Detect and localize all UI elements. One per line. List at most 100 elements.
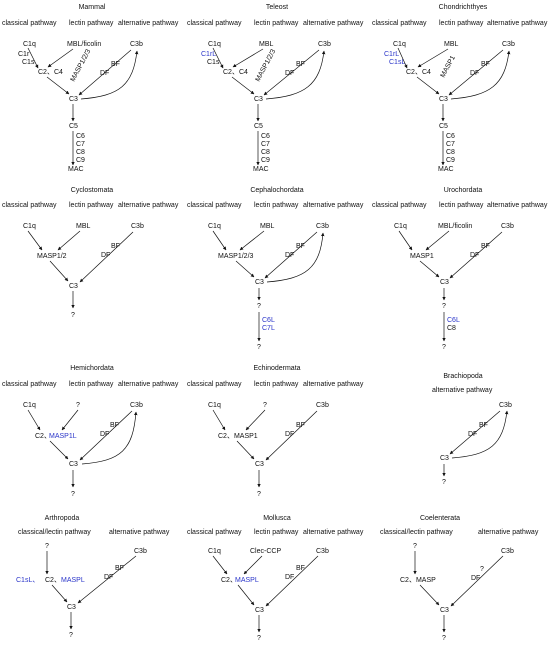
node-c9: C9 — [446, 157, 455, 164]
edges — [442, 410, 509, 477]
edge — [449, 410, 501, 455]
edge — [80, 50, 139, 100]
alternative-pathway-label: alternative pathway — [118, 381, 179, 388]
edge — [263, 49, 320, 96]
edge — [27, 230, 43, 251]
node-c2-c4: C2、C4 — [38, 69, 63, 76]
node-df: DF — [104, 574, 113, 581]
lectin-pathway-label: lectin pathway — [254, 381, 299, 388]
node-c3b: C3b — [130, 402, 143, 409]
edges — [212, 409, 318, 488]
node-unknown: ? — [71, 491, 75, 498]
panel-title: Chondrichthyes — [439, 4, 488, 11]
node-c3: C3 — [255, 461, 264, 468]
node-c5: C5 — [69, 123, 78, 130]
node-unknown-top: ? — [45, 543, 49, 550]
edges — [413, 551, 504, 633]
node-c1sl: C1sL — [389, 59, 405, 66]
edge — [232, 48, 264, 68]
lectin-pathway-label: lectin pathway — [254, 529, 299, 536]
edge — [450, 555, 504, 607]
edge — [78, 49, 132, 96]
panel-brachiopoda: Brachiopoda alternative pathway C3b BF D… — [432, 373, 512, 486]
alternative-pathway-label: alternative pathway — [303, 20, 364, 27]
edge — [417, 48, 449, 68]
panel-teleost: Teleost classical pathway lectin pathway… — [187, 4, 364, 173]
node-c3: C3 — [255, 607, 264, 614]
node-c7: C7 — [76, 141, 85, 148]
node-c3: C3 — [439, 96, 448, 103]
alternative-pathway-label: alternative pathway — [109, 529, 170, 536]
panel-title: Cephalochordata — [250, 187, 303, 194]
node-c1s: C1s — [207, 59, 220, 66]
edge — [264, 231, 318, 279]
node-c2-c4: C2、C4 — [406, 69, 431, 76]
edge — [265, 410, 318, 461]
node-bf: BF — [296, 565, 305, 572]
node-df: DF — [285, 252, 294, 259]
node-df: DF — [471, 575, 480, 582]
node-c3b: C3b — [501, 548, 514, 555]
node-mbl: MBL — [260, 223, 275, 230]
node-c3b: C3b — [316, 223, 329, 230]
edge — [265, 555, 319, 607]
panel-title: Mammal — [79, 4, 106, 11]
panel-title: Mollusca — [263, 515, 291, 522]
lectin-pathway-label: lectin pathway — [254, 20, 299, 27]
node-c3b: C3b — [499, 402, 512, 409]
node-c3: C3 — [440, 455, 449, 462]
panel-cyclostomata: Cyclostomata classical pathway lectin pa… — [2, 187, 179, 319]
node-c1q: C1q — [208, 548, 221, 555]
edge — [212, 47, 224, 69]
edge — [49, 440, 69, 460]
edge — [448, 49, 504, 96]
node-c1q: C1q — [208, 223, 221, 230]
classical-pathway-label: classical pathway — [2, 20, 57, 27]
node-unknown: ? — [257, 491, 261, 498]
node-unknown: ? — [257, 303, 261, 310]
node-unknown-terminal: ? — [442, 344, 446, 351]
classical-lectin-pathway-label: classical/lectin pathway — [380, 529, 453, 536]
alternative-pathway-label: alternative pathway — [303, 529, 364, 536]
panel-title: Cyclostomata — [71, 187, 114, 194]
node-c2: C2、 — [45, 577, 61, 584]
edge — [57, 230, 81, 251]
node-unknown-lectin: ? — [263, 402, 267, 409]
edge — [77, 555, 137, 604]
edge — [398, 230, 413, 251]
node-c1q: C1q — [23, 223, 36, 230]
node-c1q: C1q — [208, 41, 221, 48]
node-unknown: ? — [69, 632, 73, 639]
node-mbl: MBL — [444, 41, 459, 48]
panel-coelenterata: Coelenterata classical/lectin pathway al… — [380, 515, 539, 642]
node-mac: MAC — [253, 166, 269, 173]
edge — [266, 232, 325, 283]
node-masp: MASP1 — [440, 55, 457, 79]
edge — [237, 584, 255, 606]
edges — [398, 230, 503, 342]
node-c8: C8 — [261, 149, 270, 156]
edge — [212, 555, 228, 575]
node-df: DF — [470, 252, 479, 259]
node-c3b: C3b — [131, 223, 144, 230]
node-mac: MAC — [438, 166, 454, 173]
node-c6: C6 — [261, 133, 270, 140]
node-unknown-alt: ? — [480, 566, 484, 573]
alternative-pathway-label: alternative pathway — [303, 381, 364, 388]
node-c8: C8 — [76, 149, 85, 156]
panel-title: Echinodermata — [253, 365, 300, 372]
edge — [27, 409, 41, 431]
edges — [212, 555, 319, 633]
node-c1q: C1q — [23, 41, 36, 48]
node-masp: MASP1 — [410, 253, 434, 260]
node-mac: MAC — [68, 166, 84, 173]
alternative-pathway-label: alternative pathway — [432, 387, 493, 394]
node-df: DF — [101, 252, 110, 259]
edges — [212, 47, 326, 166]
node-unknown-terminal: ? — [257, 344, 261, 351]
node-df: DF — [285, 70, 294, 77]
node-c7: C7 — [261, 141, 270, 148]
edges — [27, 409, 138, 488]
panel-mollusca: Mollusca classical pathway lectin pathwa… — [187, 515, 364, 642]
panel-chondrichthyes: Chondrichthyes classical pathway lectin … — [372, 4, 548, 173]
